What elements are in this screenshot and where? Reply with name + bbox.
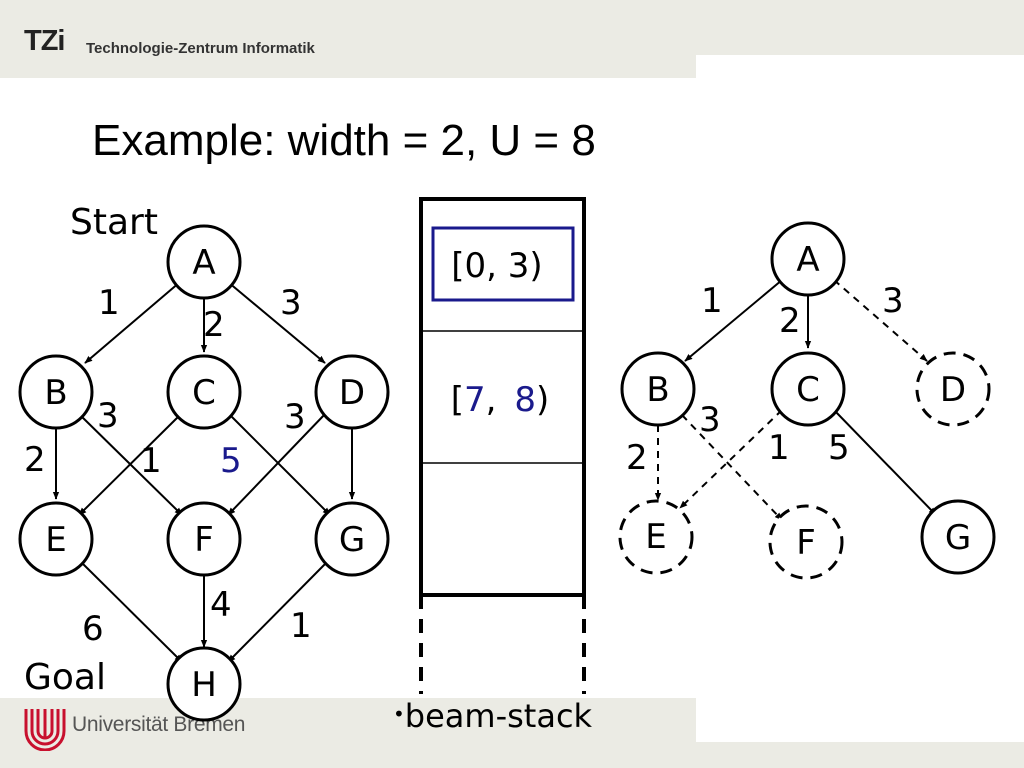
beam-stack-row-2: [7,8) [451,380,550,420]
org-name: Technologie-Zentrum Informatik [86,40,315,57]
r-node-d-label: D [940,370,966,410]
node-c-label: C [192,373,216,413]
node-b [18,354,94,430]
start-label: Start [70,202,158,243]
r-edge-c-e [679,409,783,509]
beam-stack: [0, 3) [7,8) [419,197,586,694]
r-node-c [770,351,846,427]
footer-band [0,698,1024,768]
node-f [166,501,242,577]
r-edge-b-f [681,414,783,521]
tzi-logo-text: TZi [24,25,65,55]
node-e-label: E [45,520,66,560]
slide-title: Example: width = 2, U = 8 [92,116,596,165]
weight-a-c: 2 [203,305,225,345]
r-weight-b-e: 2 [626,438,648,478]
left-graph: A B C D E F G H Start Goal 1 2 3 2 3 1 5… [18,202,390,722]
r-node-e-label: E [645,517,666,557]
node-a-label: A [192,243,215,283]
node-h [166,646,242,722]
node-d [314,354,390,430]
weight-f-h: 4 [210,585,232,625]
weight-d-f: 3 [284,397,306,437]
node-a [166,224,242,300]
r-node-b-label: B [646,370,669,410]
r-node-a-label: A [796,240,819,280]
r-edge-a-d [833,279,928,362]
weight-b-f: 3 [97,396,119,436]
r-node-c-label: C [796,370,820,410]
node-g [314,501,390,577]
beam-stack-caption-text: beam-stack [404,697,593,735]
edge-e-h [79,560,183,663]
node-g-label: G [339,520,365,560]
r-node-f [768,504,844,580]
weight-c-e: 1 [140,441,162,481]
weight-e-h: 6 [82,609,104,649]
edge-c-e [78,412,183,516]
r-node-d [915,351,991,427]
r-edge-c-g [833,409,937,516]
weight-a-d: 3 [280,283,302,323]
tzi-logo: TZi [24,25,66,55]
r-weight-b-f: 3 [699,400,721,440]
beam-stack-caption: •beam-stack [393,697,592,735]
node-b-label: B [44,373,67,413]
edge-c-g [227,412,331,516]
right-graph: A B C D E F G 1 2 3 2 3 1 5 [618,221,996,580]
weight-b-e: 2 [24,440,46,480]
r-weight-a-d: 3 [882,281,904,321]
edge-a-d [227,281,326,364]
edge-g-h [227,560,329,663]
r-weight-c-g: 5 [828,428,850,468]
r-weight-a-b: 1 [701,281,723,321]
r-node-a [770,221,846,297]
edge-a-b [84,281,181,364]
weight-a-b: 1 [98,283,120,323]
node-e [18,501,94,577]
weight-g-h: 1 [290,606,312,646]
goal-label: Goal [24,657,106,698]
node-h-label: H [191,665,217,705]
r-weight-a-c: 2 [779,301,801,341]
beam-stack-top-highlight [431,226,575,302]
header-band [0,0,1024,78]
edge-d-f [227,412,327,516]
r-node-g [920,499,996,575]
node-c [166,354,242,430]
r-node-f-label: F [796,523,816,563]
r-node-b [620,351,696,427]
university-logo [24,709,66,751]
r-weight-c-e: 1 [768,428,790,468]
node-d-label: D [339,373,365,413]
weight-c-g: 5 [220,441,242,481]
r-node-g-label: G [945,518,971,558]
r-edge-a-b [684,279,783,362]
beam-stack-row-1: [0, 3) [451,246,542,286]
node-f-label: F [194,520,214,560]
r-node-e [618,499,694,575]
bullet-icon: • [393,702,405,726]
